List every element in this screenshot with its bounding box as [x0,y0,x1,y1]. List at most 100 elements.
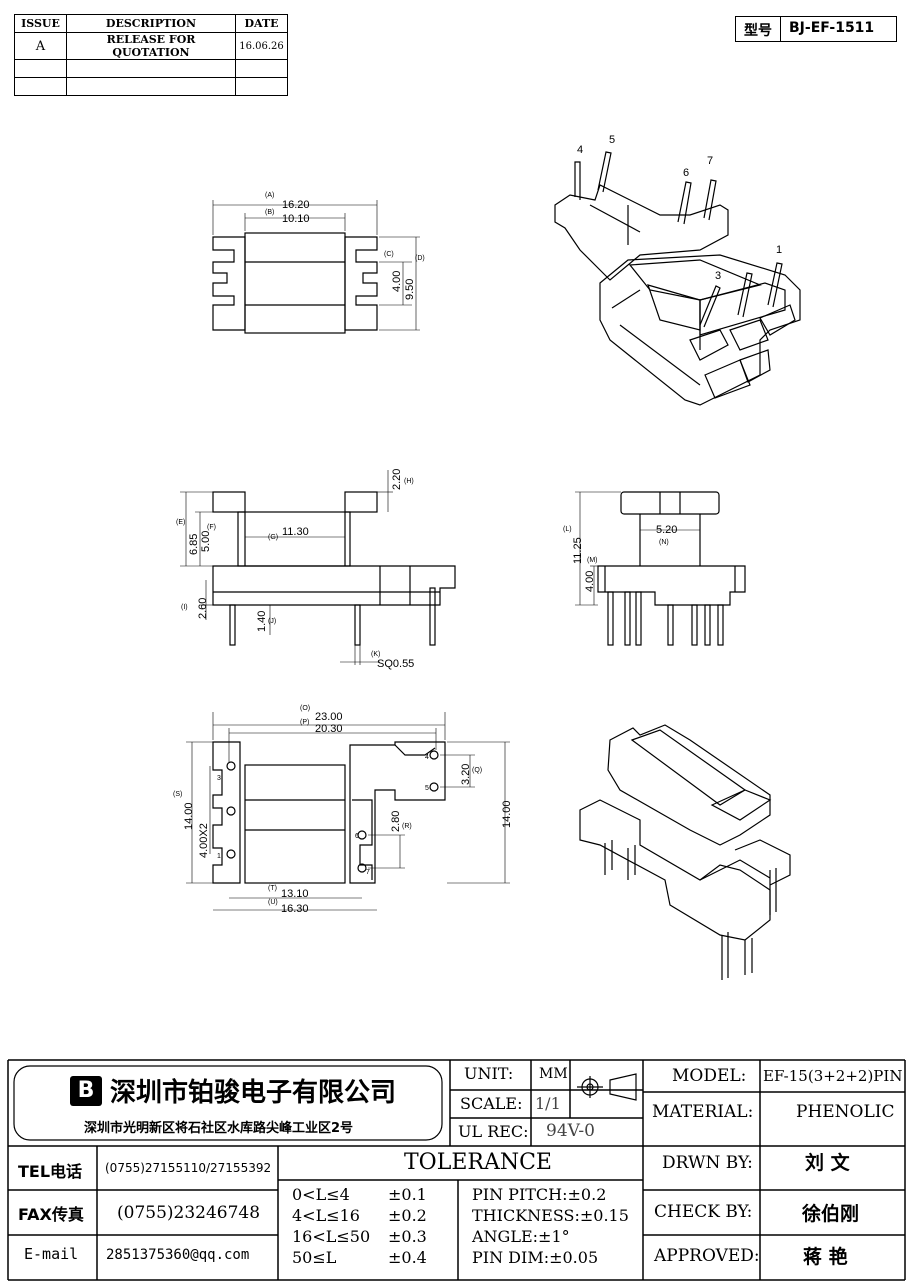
scale-value: 1/1 [535,1094,561,1113]
drawn-value: 刘 文 [805,1152,850,1174]
email-value: 2851375360@qq.com [106,1247,250,1263]
iso-view-bottom [579,724,791,980]
bottom-pin-number: 7 [366,869,370,876]
dim-value: 11.30 [282,526,309,538]
bottom-pin-number: 4 [425,754,429,761]
tolerance-value: ±0.4 [388,1248,427,1267]
scale-label: SCALE: [460,1094,523,1113]
tolerance-range: 16<L≤50 [292,1227,371,1246]
dim-tag: (L) [563,526,572,533]
bottom-pin-number: 3 [217,775,221,782]
dim-value: 4.00X2 [198,823,210,858]
ul-value: 94V-0 [546,1121,595,1141]
bottom-view [186,712,510,911]
dim-value: 16.20 [282,199,310,211]
dim-tag: (T) [268,885,277,892]
rev-cell [235,77,288,96]
company-name: 深圳市铂骏电子有限公司 [110,1078,397,1108]
dim-tag: (D) [415,255,425,262]
dim-value: 4.00 [584,571,596,592]
model-tag-label: 型号 [736,17,781,41]
iso-pin-label: 3 [715,270,721,282]
dim-value: SQ0.55 [377,658,414,670]
dim-tag: (C) [384,251,394,258]
dim-tag: (N) [659,539,669,546]
tolerance-range: 0<L≤4 [292,1185,350,1204]
drawing-canvas: 4 5 6 7 1 3 (A) 16.20 (B) 10.10 (C) 4.00… [173,134,801,980]
iso-pin-label: 4 [577,144,583,156]
company-logo-icon: B [70,1075,102,1106]
tolerance-value: ±0.3 [388,1227,427,1246]
dim-tag: (A) [265,192,274,199]
iso-pin-label: 7 [707,155,713,167]
dim-value: 6.85 [188,534,200,555]
material-label: MATERIAL: [652,1102,754,1122]
dim-value: 10.10 [282,213,310,225]
dim-value: 14.00 [501,800,513,828]
email-label: E-mail [24,1245,79,1263]
model-tag-value: BJ-EF-1511 [789,20,875,36]
tel-value: (0755)27155110/27155392 [105,1161,272,1175]
unit-label: UNIT: [464,1064,514,1083]
iso-pin-label: 5 [609,134,615,146]
dim-tag: (O) [300,705,310,712]
dim-value: 20.30 [315,723,343,735]
company-address: 深圳市光明新区将石社区水库路尖峰工业区2号 [84,1121,354,1136]
rev-cell: 16.06.26 [235,32,288,60]
tolerance-range: 4<L≤16 [292,1206,360,1225]
dim-tag: (U) [268,899,278,906]
dim-tag: (G) [268,534,278,541]
dim-value: 3.20 [460,764,472,785]
tolerance-title: TOLERANCE [404,1150,552,1175]
tolerance-ranges: 0<L≤4 4<L≤16 16<L≤50 50≤L [292,1184,370,1268]
side-view [575,491,746,646]
tolerance-values: ±0.1 ±0.2 ±0.3 ±0.4 [388,1184,427,1268]
bottom-pin-number: 6 [355,833,359,840]
dim-tag: (J) [268,618,276,625]
iso-view-top [554,151,801,406]
dim-tag: (B) [265,209,274,216]
revision-table: ISSUE DESCRIPTION DATE A RELEASE FOR QUO… [14,14,288,96]
dim-value: 23.00 [315,711,343,723]
tolerance-value: ±0.2 [388,1206,427,1225]
dim-value: 1.40 [256,611,268,632]
tolerance-note: PIN DIM:±0.05 [472,1248,599,1267]
dim-tag: (K) [371,651,380,658]
front-view [180,470,456,665]
dim-value: 16.30 [281,903,309,915]
dim-value: 13.10 [281,888,309,900]
tolerance-note: THICKNESS:±0.15 [472,1206,629,1225]
approved-value: 蒋 艳 [803,1246,848,1268]
dim-value: 2.60 [197,598,209,619]
check-label: CHECK BY: [654,1202,753,1222]
bottom-pin-number: 1 [217,853,221,860]
tolerance-note: PIN PITCH:±0.2 [472,1185,607,1204]
rev-cell: RELEASE FOR QUOTATION [66,32,236,60]
tolerance-range: 50≤L [292,1248,337,1267]
tolerance-notes: PIN PITCH:±0.2 THICKNESS:±0.15 ANGLE:±1°… [472,1184,629,1268]
dim-tag: (S) [173,791,182,798]
fax-label: FAX传真 [18,1205,84,1224]
fax-value: (0755)23246748 [117,1203,261,1223]
ul-label: UL REC: [458,1122,529,1141]
tel-label: TEL电话 [18,1162,83,1181]
bottom-pin-number: 5 [425,785,429,792]
top-view [212,200,420,334]
dim-value: 5.20 [656,524,677,536]
tolerance-value: ±0.1 [388,1185,427,1204]
tolerance-note: ANGLE:±1° [472,1227,570,1246]
dim-value: 14.00 [183,802,195,830]
drawn-label: DRWN BY: [662,1153,753,1173]
iso-pin-label: 6 [683,167,689,179]
iso-pin-label: 1 [776,244,782,256]
dim-tag: (I) [181,604,188,611]
model-value: EF-15(3+2+2)PIN [763,1067,903,1085]
dim-value: 4.00 [391,271,403,292]
dim-value: 9.50 [404,279,416,300]
unit-value: MM [539,1066,568,1082]
dim-tag: (M) [587,557,598,564]
material-value: PHENOLIC [796,1102,895,1122]
dim-value: 2.20 [391,469,403,490]
model-label: MODEL: [672,1066,747,1086]
dim-tag: (E) [176,519,185,526]
